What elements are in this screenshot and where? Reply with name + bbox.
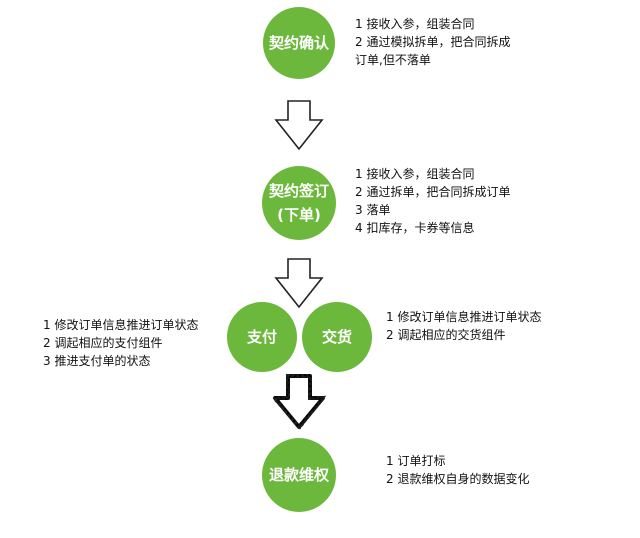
note-item: 订单,但不落单 (355, 53, 431, 67)
note-item: 4 扣库存，卡券等信息 (355, 221, 475, 235)
note-item: 1 修改订单信息推进订单状态 (386, 310, 542, 324)
node-pay: 支付 (227, 302, 297, 372)
scribble-down-arrow-icon (271, 373, 327, 430)
node-contract-sign: 契约签订 (下单) (262, 166, 336, 240)
notes-contract-confirm: 1 接收入参，组装合同 2 通过模拟拆单，把合同拆成 订单,但不落单 (355, 15, 510, 69)
note-item: 1 接收入参，组装合同 (355, 17, 475, 31)
note-item: 2 调起相应的支付组件 (43, 336, 163, 350)
node-contract-confirm: 契约确认 (263, 7, 335, 79)
note-item: 3 推进支付单的状态 (43, 354, 151, 368)
note-item: 2 通过模拟拆单，把合同拆成 (355, 35, 511, 49)
node-pay-label: 支付 (246, 328, 277, 346)
note-item: 2 通过拆单，把合同拆成订单 (355, 185, 511, 199)
note-item: 1 修改订单信息推进订单状态 (43, 318, 199, 332)
note-item: 1 订单打标 (386, 454, 446, 468)
node-deliver-label: 交货 (321, 328, 352, 346)
node-refund: 退款维权 (262, 438, 336, 512)
node-deliver: 交货 (302, 302, 372, 372)
down-arrow-icon (274, 100, 324, 151)
notes-pay: 1 修改订单信息推进订单状态 2 调起相应的支付组件 3 推进支付单的状态 (43, 316, 198, 370)
node-refund-label: 退款维权 (268, 466, 329, 484)
note-item: 3 落单 (355, 203, 391, 217)
down-arrow-icon (274, 258, 324, 309)
note-item: 2 调起相应的交货组件 (386, 328, 506, 342)
note-item: 1 接收入参，组装合同 (355, 167, 475, 181)
notes-deliver: 1 修改订单信息推进订单状态 2 调起相应的交货组件 (386, 308, 541, 344)
node-contract-confirm-label: 契约确认 (268, 34, 329, 52)
notes-contract-sign: 1 接收入参，组装合同 2 通过拆单，把合同拆成订单 3 落单 4 扣库存，卡券… (355, 165, 510, 237)
node-contract-sign-sublabel: (下单) (277, 206, 321, 224)
notes-refund: 1 订单打标 2 退款维权自身的数据变化 (386, 452, 529, 488)
node-contract-sign-label: 契约签订 (268, 182, 329, 200)
note-item: 2 退款维权自身的数据变化 (386, 472, 530, 486)
